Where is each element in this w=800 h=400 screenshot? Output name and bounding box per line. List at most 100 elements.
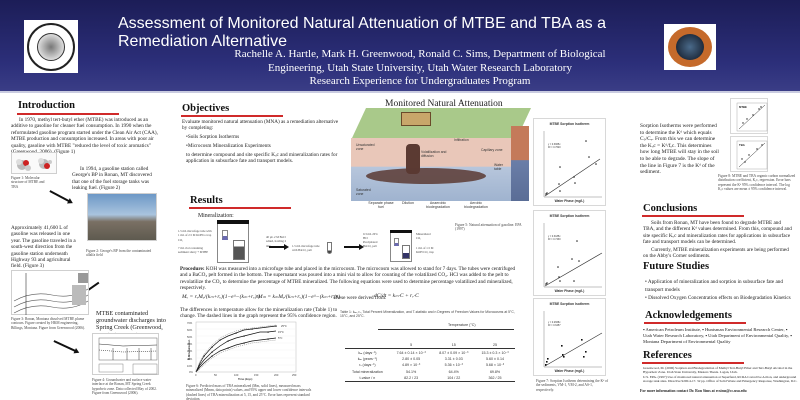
acid-vial-icon: [390, 230, 412, 262]
contaminant-plume: [366, 168, 486, 184]
koc-chart-mtbe: MTBE: [730, 98, 768, 134]
equation-differential: dC/dt = kₘ·C + rᵥ·C: [374, 293, 419, 299]
figure-3-caption: Figure 3: Ronan, Montana dissolved MTBE …: [11, 317, 86, 330]
figure-2-gas-station-photo: [87, 193, 157, 241]
intro-paragraph-1: In 1970, methyl tert-butyl ether (MTBE) …: [11, 117, 158, 156]
svg-text:TBA: TBA: [739, 143, 745, 147]
reference-2: U.S. EPA. (1997) Use of monitored natura…: [643, 375, 798, 383]
svg-text:0: 0: [195, 373, 197, 377]
future-item-2: • Dissolved Oxygen Concentration effects…: [645, 295, 791, 301]
author-block: Rachelle A. Hartle, Mark H. Greenwood, R…: [200, 48, 640, 89]
svg-text:0%: 0%: [189, 370, 193, 374]
svg-text:50%: 50%: [187, 335, 193, 339]
intro-paragraph-2: In 1994, a gasoline station called Georg…: [72, 166, 152, 192]
future-studies-heading: Future Studies: [643, 261, 710, 272]
figure-6-caption: Figure 6: Predicted mass of TBA minerali…: [186, 384, 312, 400]
figure-1-caption: Figure 1: Molecular structure of MTBE an…: [11, 176, 45, 189]
svg-text:40%: 40%: [187, 342, 193, 346]
svg-text:y = 0.2668x: y = 0.2668x: [548, 321, 561, 324]
objectives-heading: Objectives: [182, 103, 230, 114]
microcosm-vial-icon: [217, 220, 249, 263]
plume-map-icon: [13, 273, 89, 315]
objective-bullet-1: •Soils Sorption Isotherms: [186, 134, 240, 140]
mna-figure-title: Monitored Natural Attenuation: [385, 99, 503, 109]
sorption-paragraph: Sorption Isotherms were performed to det…: [640, 123, 719, 176]
poster-title: Assessment of Monitored Natural Attenuat…: [118, 15, 606, 50]
figure-8-caption: Figure 8: MTBE and TBA organic carbon no…: [718, 174, 796, 192]
svg-text:R² = 0.7430: R² = 0.7430: [548, 238, 561, 241]
figure-4-hyporheic-chart: [92, 333, 159, 375]
authors-line-3: Research Experience for Undergraduates P…: [309, 75, 531, 87]
molecule-structures-icon: [16, 158, 52, 171]
sorption-isotherm-chart-2: MTBE Sorption Isotherm y = 0.3185x R² = …: [533, 210, 606, 296]
heading-rule: [644, 322, 746, 324]
heading-rule: [17, 113, 119, 115]
acknowledgements-text: ▪ American Petroleum Institute, ▪ Huntsm…: [643, 327, 792, 345]
koc-chart-tba: TBA: [730, 136, 768, 172]
heading-rule: [642, 215, 744, 217]
reference-1: Greenwood, M. (2006) Sorption and Biodeg…: [643, 366, 793, 374]
conclusions-paragraph-1: Soils from Ronan, MT have been found to …: [643, 220, 792, 246]
uwrl-seal-logo: [664, 24, 716, 70]
procedure-text: KOH was measured into a microfuge tube a…: [180, 266, 516, 292]
koc-regression-plot: TBA: [736, 140, 768, 170]
scatter-plot: y = 0.3185x R² = 0.7430: [543, 223, 603, 288]
heading-rule: [189, 207, 291, 209]
table-header-row: 5 15 25: [345, 342, 515, 350]
svg-text:200: 200: [274, 373, 279, 377]
scatter-plot: y = 0.3965x R² = 0.7620: [543, 131, 602, 198]
temperature-paragraph: The differences in temperature allow for…: [180, 307, 338, 320]
arrow-icon: [269, 244, 289, 249]
scatter-plot: y = 0.2668x R² = 0.6457: [543, 311, 603, 368]
svg-text:% Mineralization: % Mineralization: [187, 339, 191, 360]
acknowledgements-heading: Acknowledgements: [645, 310, 732, 321]
arrow-icon: [53, 340, 78, 353]
authors-line-1: Rachelle A. Hartle, Mark H. Greenwood, R…: [234, 48, 606, 60]
objectives-intro: Evaluate monitored natural attenuation (…: [182, 119, 339, 132]
koc-regression-plot: MTBE: [736, 102, 768, 132]
table-1-caption: Table 1: kₘ, rᵥ, Total Percent Mineraliz…: [340, 310, 515, 319]
svg-text:250: 250: [292, 373, 297, 377]
figure-4-caption: Figure 4: Groundwater and surface water …: [92, 378, 157, 396]
svg-text:100: 100: [234, 373, 239, 377]
mineralization-subheading: Mineralization:: [198, 213, 234, 219]
svg-text:30%: 30%: [187, 349, 193, 353]
svg-text:15°C: 15°C: [278, 330, 284, 334]
svg-text:60%: 60%: [187, 328, 193, 332]
mna-diagram: Unsaturated zone Infiltration Volatiliza…: [346, 108, 531, 201]
table-1-temp-header: Temperature (°C): [448, 323, 476, 327]
procedure-paragraph: Procedure: KOH was measured into a micro…: [180, 266, 520, 292]
sorption-isotherm-chart-1: MTBE Sorption Isotherm y = 0.3965x R² = …: [533, 118, 606, 206]
poster-header: Assessment of Monitored Natural Attenuat…: [0, 0, 800, 91]
contact-note: For more information contact Dr. Ron Sim…: [640, 389, 747, 393]
objectives-closing: to determine compound and site specific …: [186, 152, 338, 165]
figure-3-plume-map: [11, 270, 89, 315]
references-heading: References: [643, 350, 692, 361]
svg-text:150: 150: [254, 373, 259, 377]
conclusions-heading: Conclusions: [643, 203, 698, 214]
svg-text:70%: 70%: [187, 321, 193, 325]
objective-bullet-2: •Microcosm Mineralization Experiments: [186, 143, 271, 149]
header-divider: [0, 91, 800, 93]
cross-section-chart-icon: [98, 337, 158, 375]
figure-7-caption: Figure 7: Sorption Isotherm determining …: [536, 379, 609, 392]
figure-1-molecules: [11, 152, 57, 174]
equation-volatilized: Mᵥ = rᵥMₒ/(kₘ+rᵥ)(1−e^−(kₘ+rᵥ)t): [182, 294, 260, 300]
table-1-rule: [378, 329, 514, 330]
heading-rule: [642, 362, 744, 364]
sorption-isotherm-chart-3: MTBE Sorption Isotherm y = 0.2668x R² = …: [533, 298, 606, 376]
future-item-1: • Application of mineralization and sorp…: [645, 279, 783, 293]
svg-text:y = 0.3185x: y = 0.3185x: [548, 235, 561, 238]
procedure-label: Procedure:: [180, 266, 205, 272]
microfuge-tube-icon: [327, 242, 332, 254]
svg-text:y = 0.3965x: y = 0.3965x: [548, 143, 561, 146]
svg-text:50: 50: [214, 373, 217, 377]
intro-paragraph-3: Approximately 41,600 L of gasoline was r…: [11, 225, 76, 270]
